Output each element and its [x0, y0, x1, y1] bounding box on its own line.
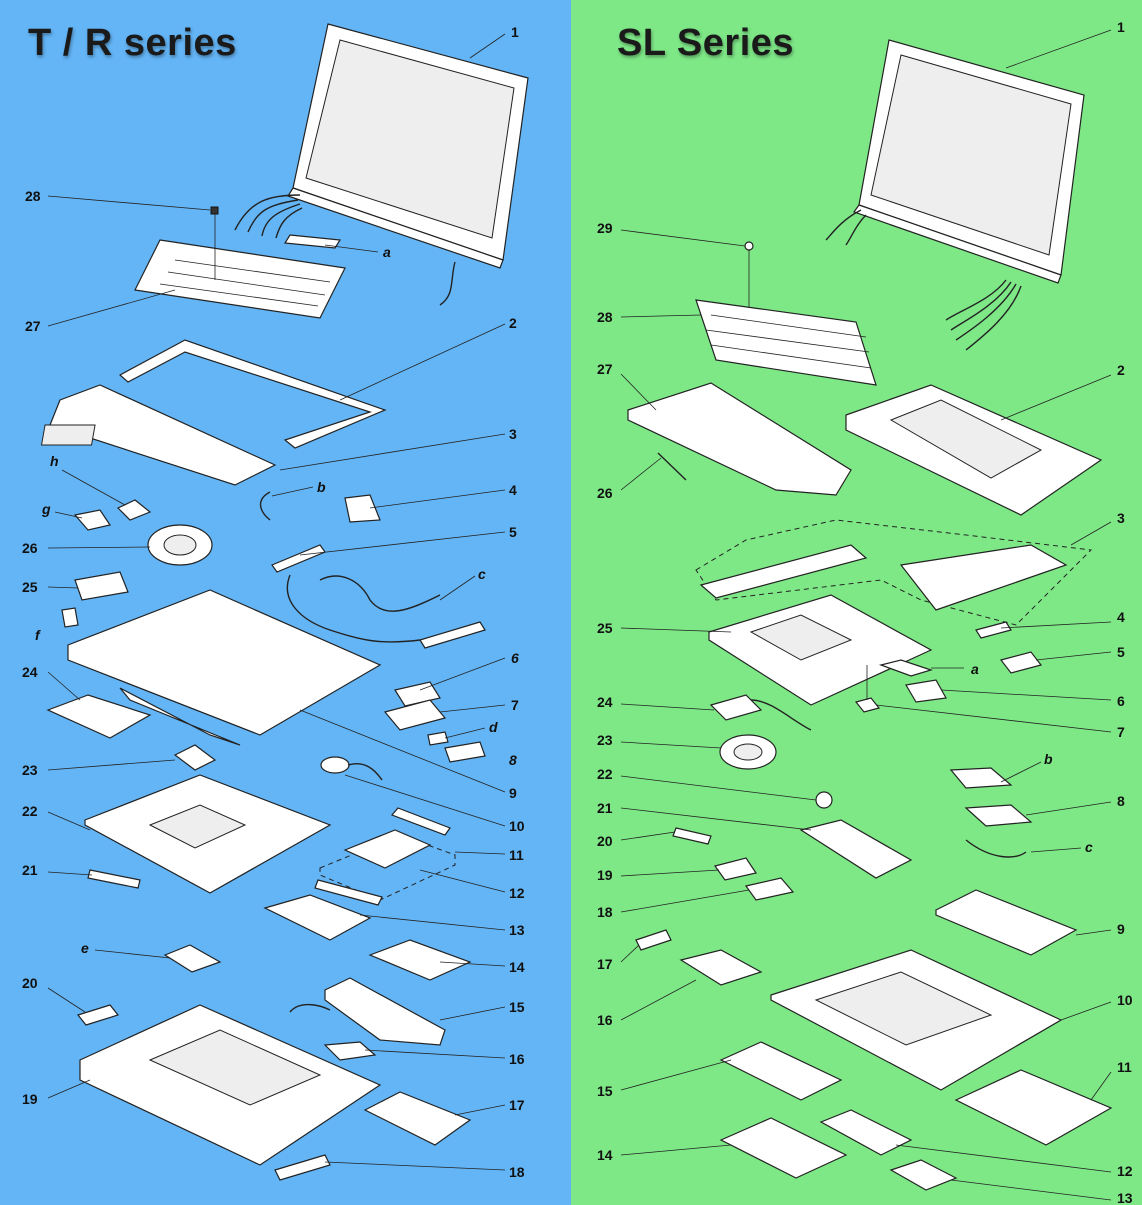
left-callout: 1: [511, 24, 519, 40]
right-callout: 27: [597, 361, 613, 377]
left-callout: 11: [509, 847, 524, 863]
right-callout: 7: [1117, 724, 1125, 740]
left-panel-title: T / R series: [28, 22, 237, 64]
left-callout-labels: 1 28 a 27 2 3 b h g 4 5 26 c 25 f 6 24 7…: [22, 24, 525, 1180]
right-callout: 10: [1117, 992, 1133, 1008]
left-callout: 5: [509, 524, 517, 540]
left-callout: h: [50, 453, 59, 469]
right-callout: 13: [1117, 1190, 1133, 1205]
left-callout: b: [317, 479, 326, 495]
right-callout: 4: [1117, 609, 1125, 625]
left-callout: 12: [509, 885, 525, 901]
right-callout: 22: [597, 766, 613, 782]
right-callout: 15: [597, 1083, 613, 1099]
left-part-display: [287, 23, 529, 269]
right-callout: 26: [597, 485, 613, 501]
left-callout: 25: [22, 579, 38, 595]
left-callout: 4: [509, 482, 517, 498]
left-callout: e: [81, 940, 89, 956]
right-exploded-diagram: 1 29 28 27 2 26 3 25 4 a 5 6 7 24 23 b 2…: [597, 19, 1133, 1205]
left-callout: 19: [22, 1091, 38, 1107]
right-callout: a: [971, 661, 979, 677]
left-callout: 26: [22, 540, 38, 556]
left-callout: 17: [509, 1097, 525, 1113]
right-callout: 21: [597, 800, 613, 816]
left-callout: 13: [509, 922, 525, 938]
right-callout: 23: [597, 732, 613, 748]
right-callout: 16: [597, 1012, 613, 1028]
left-callout: 7: [511, 697, 519, 713]
left-callout: 2: [509, 315, 517, 331]
left-callout: 21: [22, 862, 38, 878]
left-callout: 9: [509, 785, 517, 801]
left-callout: 3: [509, 426, 517, 442]
right-callout: 19: [597, 867, 613, 883]
left-exploded-diagram: 1 28 a 27 2 3 b h g 4 5 26 c 25 f 6 24 7…: [22, 23, 529, 1181]
left-panel: T / R series: [0, 0, 571, 1205]
left-callout: 6: [511, 650, 519, 666]
right-callout: 29: [597, 220, 613, 236]
left-callout: g: [41, 501, 51, 517]
left-callout: 18: [509, 1164, 525, 1180]
right-callout: 24: [597, 694, 613, 710]
right-part-display: [853, 39, 1085, 284]
right-callout: 20: [597, 833, 613, 849]
right-leader-lines: [620, 29, 1112, 1201]
left-callout: 10: [509, 818, 525, 834]
right-callout: b: [1044, 751, 1053, 767]
right-callout: 11: [1117, 1059, 1132, 1075]
left-callout: c: [478, 566, 486, 582]
left-callout: a: [383, 244, 391, 260]
left-callout: 28: [25, 188, 41, 204]
right-callout: 3: [1117, 510, 1125, 526]
left-callout: 15: [509, 999, 525, 1015]
right-callout: 2: [1117, 362, 1125, 378]
right-panel: SL Series: [571, 0, 1142, 1205]
right-panel-title: SL Series: [617, 22, 795, 64]
right-callout: c: [1085, 839, 1093, 855]
right-callout: 9: [1117, 921, 1125, 937]
left-callout: 14: [509, 959, 525, 975]
right-callout: 1: [1117, 19, 1125, 35]
left-callout: 23: [22, 762, 38, 778]
right-callout: 14: [597, 1147, 613, 1163]
left-callout: d: [489, 719, 498, 735]
left-callout: 8: [509, 752, 517, 768]
left-callout: 20: [22, 975, 38, 991]
left-callout: f: [35, 627, 41, 643]
right-callout: 17: [597, 956, 613, 972]
right-callout: 5: [1117, 644, 1125, 660]
right-callout: 12: [1117, 1163, 1133, 1179]
left-callout: 22: [22, 803, 38, 819]
left-callout: 27: [25, 318, 41, 334]
left-callout: 16: [509, 1051, 525, 1067]
left-callout: 24: [22, 664, 38, 680]
right-callout: 25: [597, 620, 613, 636]
left-leader-lines: [47, 33, 506, 1171]
right-callout: 8: [1117, 793, 1125, 809]
right-callout: 28: [597, 309, 613, 325]
right-callout: 6: [1117, 693, 1125, 709]
right-callout: 18: [597, 904, 613, 920]
right-callout-labels: 1 29 28 27 2 26 3 25 4 a 5 6 7 24 23 b 2…: [597, 19, 1133, 1205]
